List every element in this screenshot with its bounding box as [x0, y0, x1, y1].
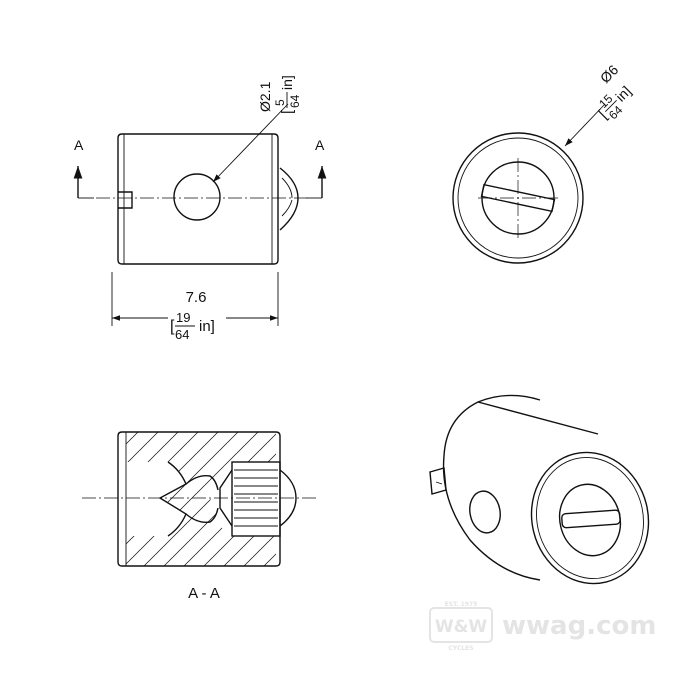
section-hatching [126, 432, 276, 566]
iso-top-edge [477, 401, 599, 435]
hole-dim-bracket: [ [279, 109, 296, 114]
hole-dim-numerator: 5 [273, 99, 287, 106]
watermark-badge [429, 607, 493, 643]
section-label: A - A [188, 585, 220, 602]
front-slot [118, 191, 133, 209]
iso-front-face [530, 451, 650, 585]
section-body-outline [117, 431, 281, 567]
watermark-badge-top: EST. 1979 [445, 601, 478, 608]
hole-dim-unit: in] [279, 75, 295, 90]
width-dim-denominator: 64 [175, 327, 189, 342]
section-marker-right: A [315, 137, 325, 153]
iso-back-slot [429, 467, 447, 495]
front-cross-hole [173, 173, 221, 221]
width-dim-unit: in] [199, 318, 215, 335]
iso-screw-slot [561, 509, 621, 529]
hole-dim-symbol: Ø2.1 [257, 81, 273, 112]
side-chamfer-circle [457, 137, 579, 259]
watermark: EST. 1979 W&W CYCLES wwag.com [429, 601, 656, 652]
hole-dim-leader [212, 103, 289, 183]
front-screw-head-slot [281, 177, 293, 199]
side-dim-leader [564, 103, 606, 147]
side-screw-slot [480, 183, 556, 213]
front-view: A A Ø2.1 [ 5 64 in] 7.6 [ 19 64 in] [73, 75, 327, 342]
hole-dim-label: Ø2.1 [ 5 64 in] [257, 75, 302, 114]
iso-back-end [443, 394, 541, 457]
side-outer-circle [452, 132, 584, 264]
side-view: Ø6 [ 15 64 in] [452, 61, 634, 264]
watermark-badge-text: W&W [435, 617, 488, 637]
section-marker-left: A [74, 137, 84, 153]
watermark-site: wwag.com [502, 611, 656, 641]
side-dim-label: Ø6 [597, 61, 622, 86]
width-dim-bracket: [ [170, 318, 175, 335]
hole-dim-denominator: 64 [288, 94, 302, 108]
iso-bottom-edge [442, 455, 541, 581]
width-dim-numerator: 19 [176, 310, 190, 325]
iso-front-chamfer [536, 456, 644, 580]
iso-back-slot-detail [435, 481, 443, 485]
front-body-outline [117, 133, 279, 265]
section-bore-lower [185, 507, 219, 524]
side-dim-fraction: [ 15 64 in] [595, 83, 634, 122]
section-view: A - A [82, 431, 316, 602]
watermark-badge-bottom: CYCLES [448, 645, 473, 652]
section-screw-body [231, 461, 281, 537]
section-bore-contour [158, 461, 187, 537]
front-screw-head [279, 167, 299, 231]
side-dim-symbol: Ø6 [597, 61, 622, 86]
width-dim-value: 7.6 [186, 289, 207, 306]
section-screw-threads [234, 469, 278, 527]
section-bore-upper [185, 474, 219, 491]
isometric-view [429, 394, 650, 585]
section-screw-head [279, 469, 297, 527]
side-dim-fraction-bar [604, 100, 617, 112]
front-screw-head-slot-2 [281, 199, 293, 217]
iso-cross-hole [469, 490, 501, 534]
iso-screw-circle [558, 483, 622, 557]
